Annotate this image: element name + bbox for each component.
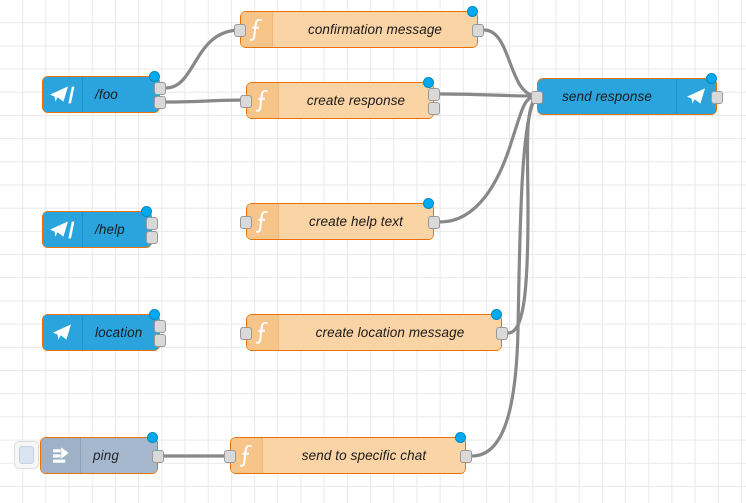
output-port-1[interactable] (154, 96, 166, 109)
node-label: create response (306, 93, 406, 108)
inject-button-face (19, 446, 34, 464)
inject-trigger-button[interactable] (14, 441, 39, 469)
input-port[interactable] (240, 95, 252, 108)
output-port-0[interactable] (152, 450, 164, 463)
status-dot (491, 309, 502, 320)
function-f-icon (247, 204, 279, 239)
output-port-0[interactable] (711, 91, 723, 104)
telegram-command-icon (43, 212, 83, 247)
wire-foo-to-create-response (164, 98, 248, 104)
telegram-icon (43, 315, 83, 350)
node-confirmation-message[interactable]: confirmation message (234, 6, 484, 48)
status-dot (141, 206, 152, 217)
output-port-0[interactable] (460, 450, 472, 463)
node-label: ping (93, 448, 119, 463)
wire-specificchat-to-send (470, 94, 539, 458)
inject-arrow-icon (41, 438, 81, 473)
function-f-icon (247, 83, 279, 118)
status-dot (467, 6, 478, 17)
function-f-icon (241, 12, 273, 47)
status-dot (455, 432, 466, 443)
node-label: create location message (315, 325, 465, 340)
wire-confirmation-to-send (482, 28, 539, 98)
function-f-icon (231, 438, 263, 473)
input-port[interactable] (240, 216, 252, 229)
output-port-0[interactable] (146, 217, 158, 230)
output-port-0[interactable] (496, 327, 508, 340)
node-label: /help (95, 222, 125, 237)
status-dot (149, 71, 160, 82)
node-label: confirmation message (307, 22, 443, 37)
node-create-help-text[interactable]: create help text (240, 198, 440, 240)
status-dot (423, 77, 434, 88)
function-f-icon (247, 315, 279, 350)
wire-foo-to-confirmation (164, 28, 242, 90)
node-label: send to specific chat (301, 448, 427, 463)
output-port-0[interactable] (154, 82, 166, 95)
output-port-0[interactable] (428, 216, 440, 229)
input-port[interactable] (234, 24, 246, 37)
node-help-command[interactable]: /help (42, 206, 158, 248)
input-port[interactable] (224, 450, 236, 463)
node-foo-command[interactable]: /foo (42, 71, 166, 113)
output-port-1[interactable] (146, 231, 158, 244)
output-port-0[interactable] (472, 24, 484, 37)
status-dot (149, 309, 160, 320)
output-port-0[interactable] (154, 320, 166, 333)
node-label: send response (562, 89, 652, 104)
output-port-1[interactable] (428, 102, 440, 115)
output-port-1[interactable] (154, 334, 166, 347)
node-label: create help text (309, 214, 403, 229)
node-location-trigger[interactable]: location (42, 309, 166, 351)
wire-location-to-send (506, 94, 539, 335)
input-port[interactable] (240, 327, 252, 340)
telegram-command-icon (43, 77, 83, 112)
wire-helptext-to-send (438, 94, 539, 224)
node-create-location-message[interactable]: create location message (240, 309, 508, 351)
node-label: /foo (95, 87, 118, 102)
telegram-icon (676, 79, 716, 114)
node-create-response[interactable]: create response (240, 77, 440, 119)
node-ping-inject[interactable]: ping (14, 432, 164, 474)
status-dot (423, 198, 434, 209)
status-dot (706, 73, 717, 84)
output-port-0[interactable] (428, 88, 440, 101)
node-send-to-specific-chat[interactable]: send to specific chat (224, 432, 472, 474)
node-label: location (95, 325, 143, 340)
node-send-response[interactable]: send response (531, 73, 723, 115)
status-dot (147, 432, 158, 443)
input-port[interactable] (531, 91, 543, 104)
wire-createresponse-to-send (438, 92, 539, 98)
